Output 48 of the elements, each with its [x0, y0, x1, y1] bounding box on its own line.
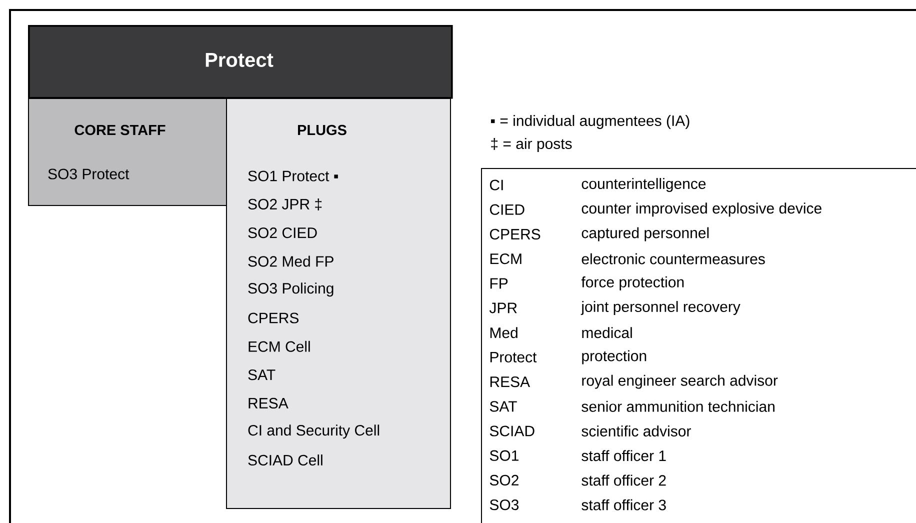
abbreviation: SCIAD [490, 426, 534, 436]
abbreviation: SO2 [490, 474, 518, 486]
definition: electronic countermeasures [582, 253, 765, 264]
plug-post: SO2 CIED [248, 228, 317, 238]
abbreviation: RESA [490, 376, 530, 388]
definition: force protection [581, 276, 684, 290]
abbreviation: SAT [490, 401, 517, 412]
header-bar: Protect [28, 25, 453, 99]
definition: medical [582, 327, 632, 338]
definition: staff officer 1 [582, 450, 666, 462]
box-heading: CORE STAFF [74, 124, 166, 136]
definition: scientific advisor [582, 426, 691, 436]
definition: captured personnel [582, 227, 709, 242]
plug-post: SO2 Med FP [248, 256, 334, 267]
definition: senior ammunition technician [582, 400, 774, 412]
plug-post: SCIAD Cell [248, 454, 322, 466]
definition: counterintelligence [582, 178, 706, 192]
core-staff-box [28, 98, 227, 206]
definition: royal engineer search advisor [582, 374, 778, 389]
plug-post: SO3 Policing [248, 282, 334, 297]
plug-post: SO2 JPR ‡ [248, 198, 322, 210]
abbreviation: CIED [490, 204, 524, 215]
definition: protection [582, 350, 646, 364]
plug-post: RESA [248, 398, 288, 408]
abbreviation: SO3 [490, 500, 519, 510]
abbreviation: SO1 [490, 450, 518, 461]
plug-post: SAT [248, 370, 276, 380]
definition: staff officer 2 [582, 474, 666, 486]
abbreviation: CI [490, 180, 503, 190]
plugs-box [226, 98, 451, 509]
abbreviation: FP [490, 278, 508, 289]
abbreviation: Protect [490, 352, 537, 362]
plug-post: CI and Security Cell [248, 424, 380, 439]
key-note: ‡ = air posts [491, 138, 572, 152]
definition: staff officer 3 [582, 499, 666, 510]
definition: joint personnel recovery [580, 301, 740, 315]
key-note: ▪ = individual augmentees (IA) [491, 115, 690, 129]
abbreviation: JPR [489, 302, 517, 314]
plug-post: CPERS [248, 312, 299, 324]
box-heading: PLUGS [298, 124, 346, 136]
abbreviation: CPERS [490, 228, 540, 240]
staff-post: SO3 Protect [48, 168, 130, 180]
plug-post: ECM Cell [248, 340, 310, 352]
plug-post: SO1 Protect ▪ [248, 170, 338, 182]
abbreviation: ECM [490, 254, 522, 264]
glossary-table [481, 168, 916, 523]
definition: counter improvised explosive device [582, 202, 822, 217]
abbreviation: Med [490, 327, 518, 338]
